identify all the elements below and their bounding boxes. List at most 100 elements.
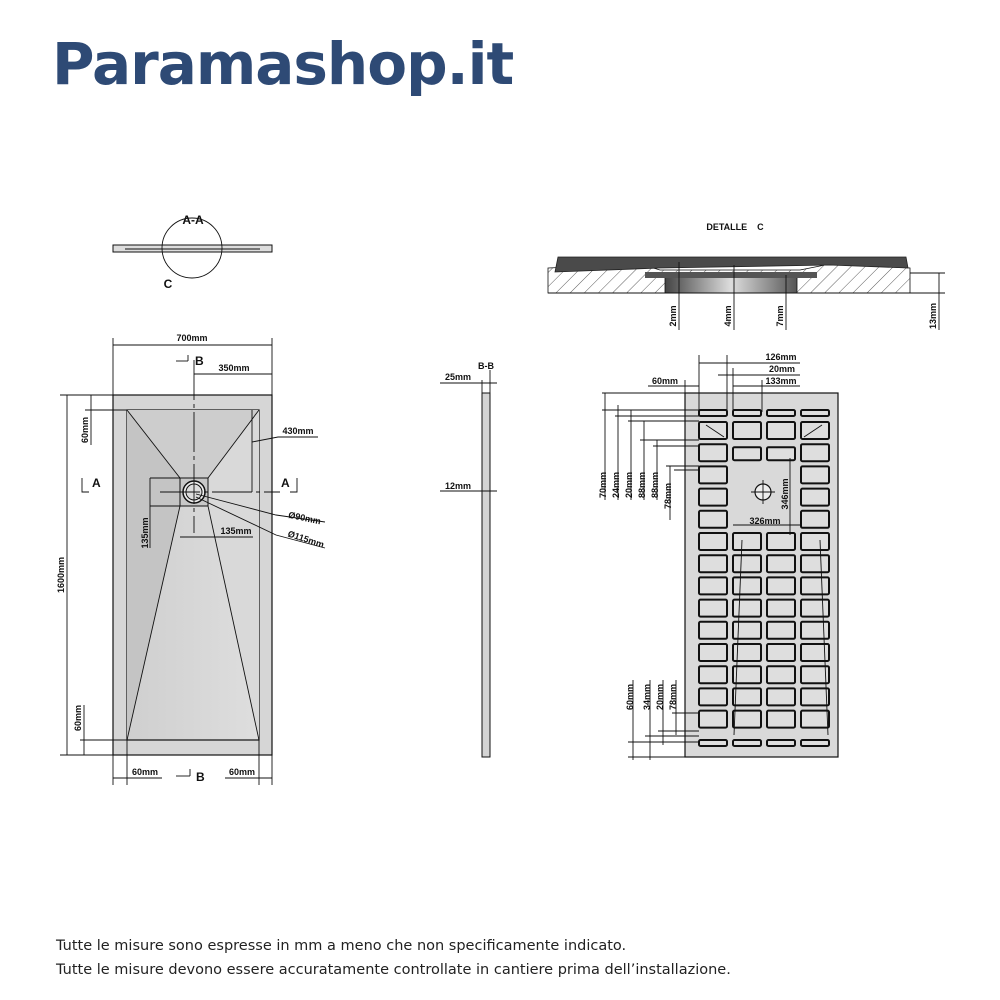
- detail-c: DETALLE C 2mm 4mm 7mm 13mm: [547, 222, 945, 330]
- plan-view: 700mm B 350mm 1600mm 60mm 430mm A A Ø90m…: [56, 333, 325, 785]
- rib-cell: [732, 532, 762, 551]
- rib-cell: [698, 509, 728, 529]
- section-bb: B-B 25mm 12mm: [440, 361, 497, 758]
- rib-cell: [732, 665, 762, 685]
- rib-grid: [698, 409, 830, 747]
- dim-drain-326: 326mm: [749, 516, 780, 526]
- dim-detail-7mm: 7mm: [775, 305, 785, 326]
- dim-drain-square-h: 135mm: [220, 526, 251, 536]
- rib-cell: [698, 665, 728, 685]
- rib-cell: [800, 665, 830, 685]
- rib-cell: [766, 643, 796, 662]
- dim-bottom-20: 20mm: [655, 684, 665, 710]
- dim-underside-20: 20mm: [769, 364, 795, 374]
- slope-line: [819, 539, 829, 736]
- section-b-bottom-label: B: [196, 770, 205, 784]
- dim-center-thickness: 12mm: [445, 481, 471, 491]
- rib-cell: [732, 687, 762, 707]
- dim-half-width: 350mm: [218, 363, 249, 373]
- rib-cell: [800, 643, 830, 662]
- footer-note-1: Tutte le misure sono espresse in mm a me…: [56, 938, 627, 954]
- rib-cell: [732, 709, 762, 729]
- rib-cell: [732, 554, 762, 574]
- rib-cell: [800, 487, 830, 507]
- slope-line: [705, 424, 725, 438]
- dim-length: 1600mm: [56, 557, 66, 593]
- detail-c-marker: C: [164, 277, 173, 291]
- dim-width: 700mm: [176, 333, 207, 343]
- rib-cell: [766, 598, 796, 618]
- dim-edge-thickness: 25mm: [445, 372, 471, 382]
- dim-drain-inner: Ø90mm: [287, 510, 321, 527]
- rib-cell: [732, 576, 762, 596]
- rib-cell: [766, 739, 796, 747]
- underside-view: 126mm 20mm 133mm 60mm 70mm 24mm 20mm 88m…: [598, 352, 839, 760]
- rib-cell: [800, 554, 830, 574]
- rib-cell: [732, 409, 762, 417]
- footer-notes: Tutte le misure sono espresse in mm a me…: [56, 934, 731, 982]
- rib-cell: [800, 739, 830, 747]
- dim-left-78: 78mm: [663, 483, 673, 509]
- dim-slope: 430mm: [282, 426, 313, 436]
- rib-cell: [732, 739, 762, 747]
- rib-cell: [766, 620, 796, 640]
- rib-cell: [698, 709, 728, 729]
- rib-cell: [698, 443, 728, 463]
- section-a-left-label: A: [92, 476, 101, 490]
- rib-cell: [800, 598, 830, 618]
- rib-cell: [698, 643, 728, 662]
- rib-cell: [766, 665, 796, 685]
- brand-logo: Paramashop.it: [52, 30, 514, 98]
- rib-cell: [766, 409, 796, 417]
- dim-left-24: 24mm: [611, 472, 621, 498]
- rib-cell: [732, 620, 762, 640]
- rib-cell: [800, 509, 830, 529]
- rib-cell: [698, 487, 728, 507]
- rib-cell: [732, 446, 762, 462]
- rib-cell: [800, 409, 830, 417]
- rib-cell: [800, 443, 830, 463]
- rib-cell: [800, 620, 830, 640]
- detail-c-circle: [161, 217, 223, 279]
- detail-c-title: DETALLE C: [706, 222, 764, 232]
- dim-drain-outer: Ø115mm: [287, 529, 326, 550]
- rib-cell: [698, 620, 728, 640]
- rib-cell: [732, 421, 762, 440]
- dim-detail-4mm: 4mm: [723, 305, 733, 326]
- rib-cell: [800, 465, 830, 485]
- rib-cell: [800, 709, 830, 729]
- dim-top-margin: 60mm: [80, 417, 90, 443]
- dim-left-88b: 88mm: [650, 472, 660, 498]
- rib-cell: [766, 446, 796, 462]
- section-bb-title: B-B: [478, 361, 494, 371]
- rib-cell: [800, 532, 830, 551]
- rib-cell: [766, 532, 796, 551]
- rib-cell: [732, 643, 762, 662]
- dim-drain-346: 346mm: [780, 478, 790, 509]
- dim-bottom-margin: 60mm: [73, 705, 83, 731]
- dim-underside-126: 126mm: [765, 352, 796, 362]
- rib-cell: [732, 598, 762, 618]
- section-aa-title: A-A: [182, 213, 204, 227]
- slope-line: [803, 424, 823, 438]
- dim-left-88a: 88mm: [637, 472, 647, 498]
- rib-cell: [698, 409, 728, 417]
- rib-cell: [698, 687, 728, 707]
- rib-cell: [698, 598, 728, 618]
- dim-bottom-78: 78mm: [668, 684, 678, 710]
- dim-underside-133: 133mm: [765, 376, 796, 386]
- dim-left-margin: 60mm: [132, 767, 158, 777]
- section-a-right-label: A: [281, 476, 290, 490]
- rib-cell: [698, 576, 728, 596]
- slope-line: [733, 539, 743, 736]
- dim-left-20: 20mm: [624, 472, 634, 498]
- rib-cell: [766, 421, 796, 440]
- rib-cell: [800, 687, 830, 707]
- rib-cell: [800, 576, 830, 596]
- rib-cell: [698, 739, 728, 747]
- rib-cell: [766, 709, 796, 729]
- rib-cell: [766, 687, 796, 707]
- rib-cell: [766, 576, 796, 596]
- section-b-top-label: B: [195, 354, 204, 368]
